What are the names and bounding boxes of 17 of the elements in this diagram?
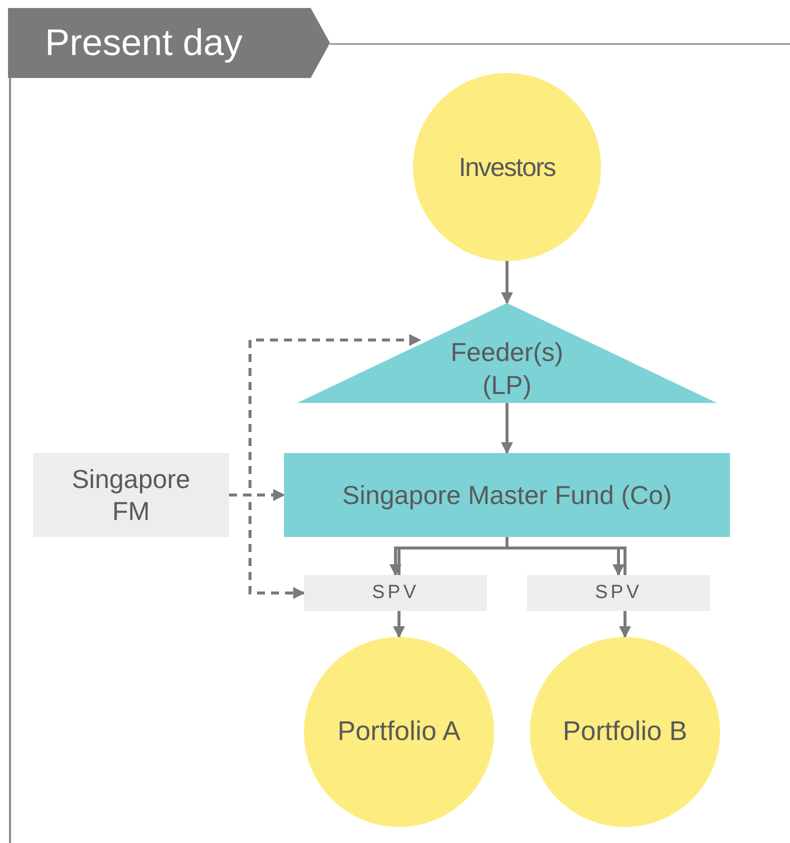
- node-label: Singapore Master Fund (Co): [342, 478, 672, 512]
- node-label: SPV: [594, 581, 642, 605]
- arrow: [229, 494, 306, 599]
- fund-box: [284, 453, 730, 537]
- node-label: SPV: [372, 581, 420, 605]
- entity-box: [304, 575, 487, 611]
- entity-box: [527, 575, 710, 611]
- entity-box: [33, 453, 229, 537]
- arrow: [501, 403, 513, 454]
- node-label: Portfolio A: [337, 715, 461, 748]
- node-label: Feeder(s) (LP): [450, 336, 564, 401]
- node-label: Portfolio B: [562, 715, 688, 748]
- arrow: [501, 261, 513, 304]
- triangle-node: [297, 303, 717, 403]
- node-label: Investors: [458, 150, 556, 184]
- title: Present day: [45, 22, 242, 64]
- node-label: Singapore FM: [70, 462, 192, 528]
